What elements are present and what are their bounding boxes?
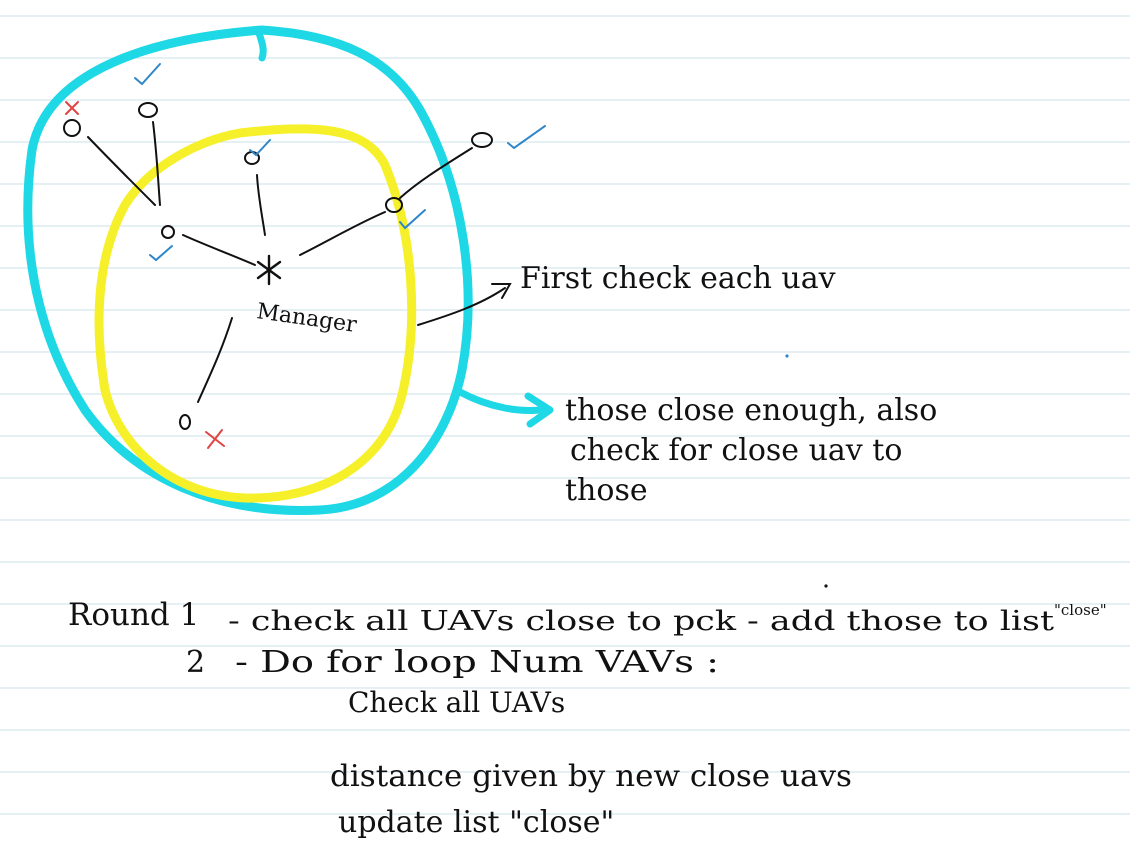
outer-range-ring-tail xyxy=(254,26,267,62)
x-mark-icon xyxy=(205,429,225,449)
uav-node-far-left xyxy=(63,119,81,137)
outer-range-ring xyxy=(23,25,473,515)
arrowhead-close-enough-icon xyxy=(524,392,554,428)
round-1-list-name: "close" xyxy=(1054,601,1107,619)
note-close-enough-line2: check for close uav to xyxy=(570,433,902,468)
uav-node-far-right xyxy=(471,132,493,148)
note-first-check: First check each uav xyxy=(520,261,836,296)
note-close-enough-line3: those xyxy=(565,473,648,508)
note-close-enough-line1: those close enough, also xyxy=(565,393,937,428)
check-mark-icon xyxy=(399,209,426,230)
manager-asterisk-icon xyxy=(256,254,282,286)
check-mark-icon xyxy=(249,139,271,157)
edge-manager-uav-near-left xyxy=(182,234,256,266)
uav-node-right xyxy=(385,197,403,213)
stray-dot xyxy=(824,584,828,588)
arrowhead-first-check-icon xyxy=(491,283,512,299)
edge-manager-uav-top xyxy=(256,174,266,236)
edge-manager-uav-right xyxy=(299,211,386,256)
edge-uav-right-to-uav-far-right xyxy=(399,147,473,199)
round-2-number: 2 xyxy=(186,645,205,680)
edge-uav-near-left-to-uav-far-left xyxy=(87,136,156,206)
check-mark-icon xyxy=(507,125,546,150)
note-distance: distance given by new close uavs xyxy=(330,759,852,794)
edge-uav-near-left-to-uav-top xyxy=(152,121,161,206)
arrow-to-first-check xyxy=(417,287,506,326)
arrow-to-close-enough xyxy=(456,388,544,414)
uav-node-near-left xyxy=(161,225,175,239)
round-2-subtext: Check all UAVs xyxy=(348,686,565,719)
check-mark-icon xyxy=(134,63,161,86)
stray-dot xyxy=(785,354,789,358)
inner-range-ring xyxy=(94,124,417,503)
x-mark-icon xyxy=(65,101,79,115)
note-update-list: update list "close" xyxy=(338,805,614,840)
uav-node-bottom xyxy=(179,414,191,430)
round-2-text: - Do for loop Num VAVs : xyxy=(235,645,719,680)
round-1-label: Round 1 xyxy=(68,597,199,633)
manager-label: Manager xyxy=(255,299,359,338)
round-1-text: - check all UAVs close to pck - add thos… xyxy=(228,606,1054,637)
uav-node-top xyxy=(138,102,158,118)
edge-manager-uav-bottom xyxy=(197,317,233,403)
check-mark-icon xyxy=(149,245,173,262)
